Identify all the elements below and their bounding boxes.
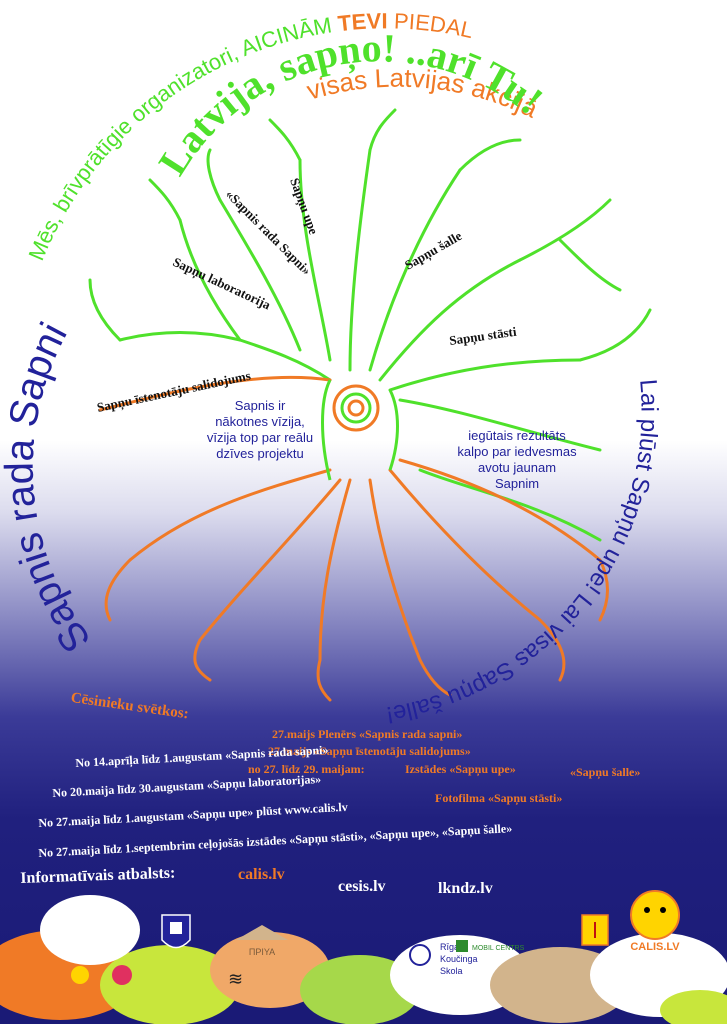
- logo-cesis-coat-of-arms[interactable]: [161, 914, 191, 949]
- event-exhibition-upe: Izstādes «Sapņu upe»: [405, 762, 516, 776]
- logo-mobile-center[interactable]: MOBIL CENTRS: [456, 940, 525, 952]
- result-text: iegūtais rezultāts kalpo par iedvesmas a…: [457, 428, 577, 491]
- vision-text: Sapnis ir nākotnes vīzija, vīzija top pa…: [206, 398, 314, 461]
- logo-wave[interactable]: ≋: [228, 969, 243, 990]
- logo-flower[interactable]: [71, 965, 132, 985]
- label-salle: Sapņu šalle: [402, 228, 465, 274]
- logo-ppiva[interactable]: ΠΡΙΥΑ: [236, 925, 288, 957]
- event-plener: 27.maijs Plenērs «Sapnis rada sapni»: [272, 727, 463, 741]
- svg-text:ΠΡΙΥΑ: ΠΡΙΥΑ: [249, 947, 275, 957]
- event-exhibitions-dates: no 27. līdz 29. maijam:: [248, 762, 365, 776]
- svg-text:≋: ≋: [228, 969, 243, 990]
- tree-roots: [98, 375, 609, 702]
- svg-text:Koučinga: Koučinga: [440, 954, 478, 964]
- svg-text:Skola: Skola: [440, 966, 463, 976]
- label-stasti: Sapņu stāsti: [448, 324, 518, 349]
- support-cesis-link[interactable]: cesis.lv: [338, 878, 386, 895]
- svg-text:Rīgas: Rīgas: [440, 942, 464, 952]
- bottom-hills: [0, 895, 727, 1024]
- support-lkndz-link[interactable]: lkndz.lv: [438, 880, 493, 897]
- event-exhibition-salle: «Sapņu šalle»: [570, 765, 641, 779]
- event-photofilm: Fotofilma «Sapņu stāsti»: [435, 791, 563, 805]
- svg-text:CALIS.LV: CALIS.LV: [630, 941, 680, 953]
- support-calis-link[interactable]: calis.lv: [238, 866, 285, 883]
- tree-trunk: [321, 379, 399, 481]
- svg-text:MOBIL CENTRS: MOBIL CENTRS: [472, 945, 525, 952]
- logo-rigas-koucinga[interactable]: Rīgas Koučinga Skola: [409, 942, 478, 976]
- branch-labels: Sapņu upe «Sapnis rada Sapni» Sapņu labo…: [96, 176, 518, 416]
- tree-crown: [88, 108, 652, 542]
- logo-stick-figure[interactable]: [581, 914, 609, 946]
- event-salidojums: 27.maijs «Sapņu īstenotāju salidojums»: [268, 744, 471, 758]
- logo-calis[interactable]: CALIS.LV: [630, 890, 680, 953]
- arc-left-text: Sapnis rada Sapni: [0, 316, 99, 661]
